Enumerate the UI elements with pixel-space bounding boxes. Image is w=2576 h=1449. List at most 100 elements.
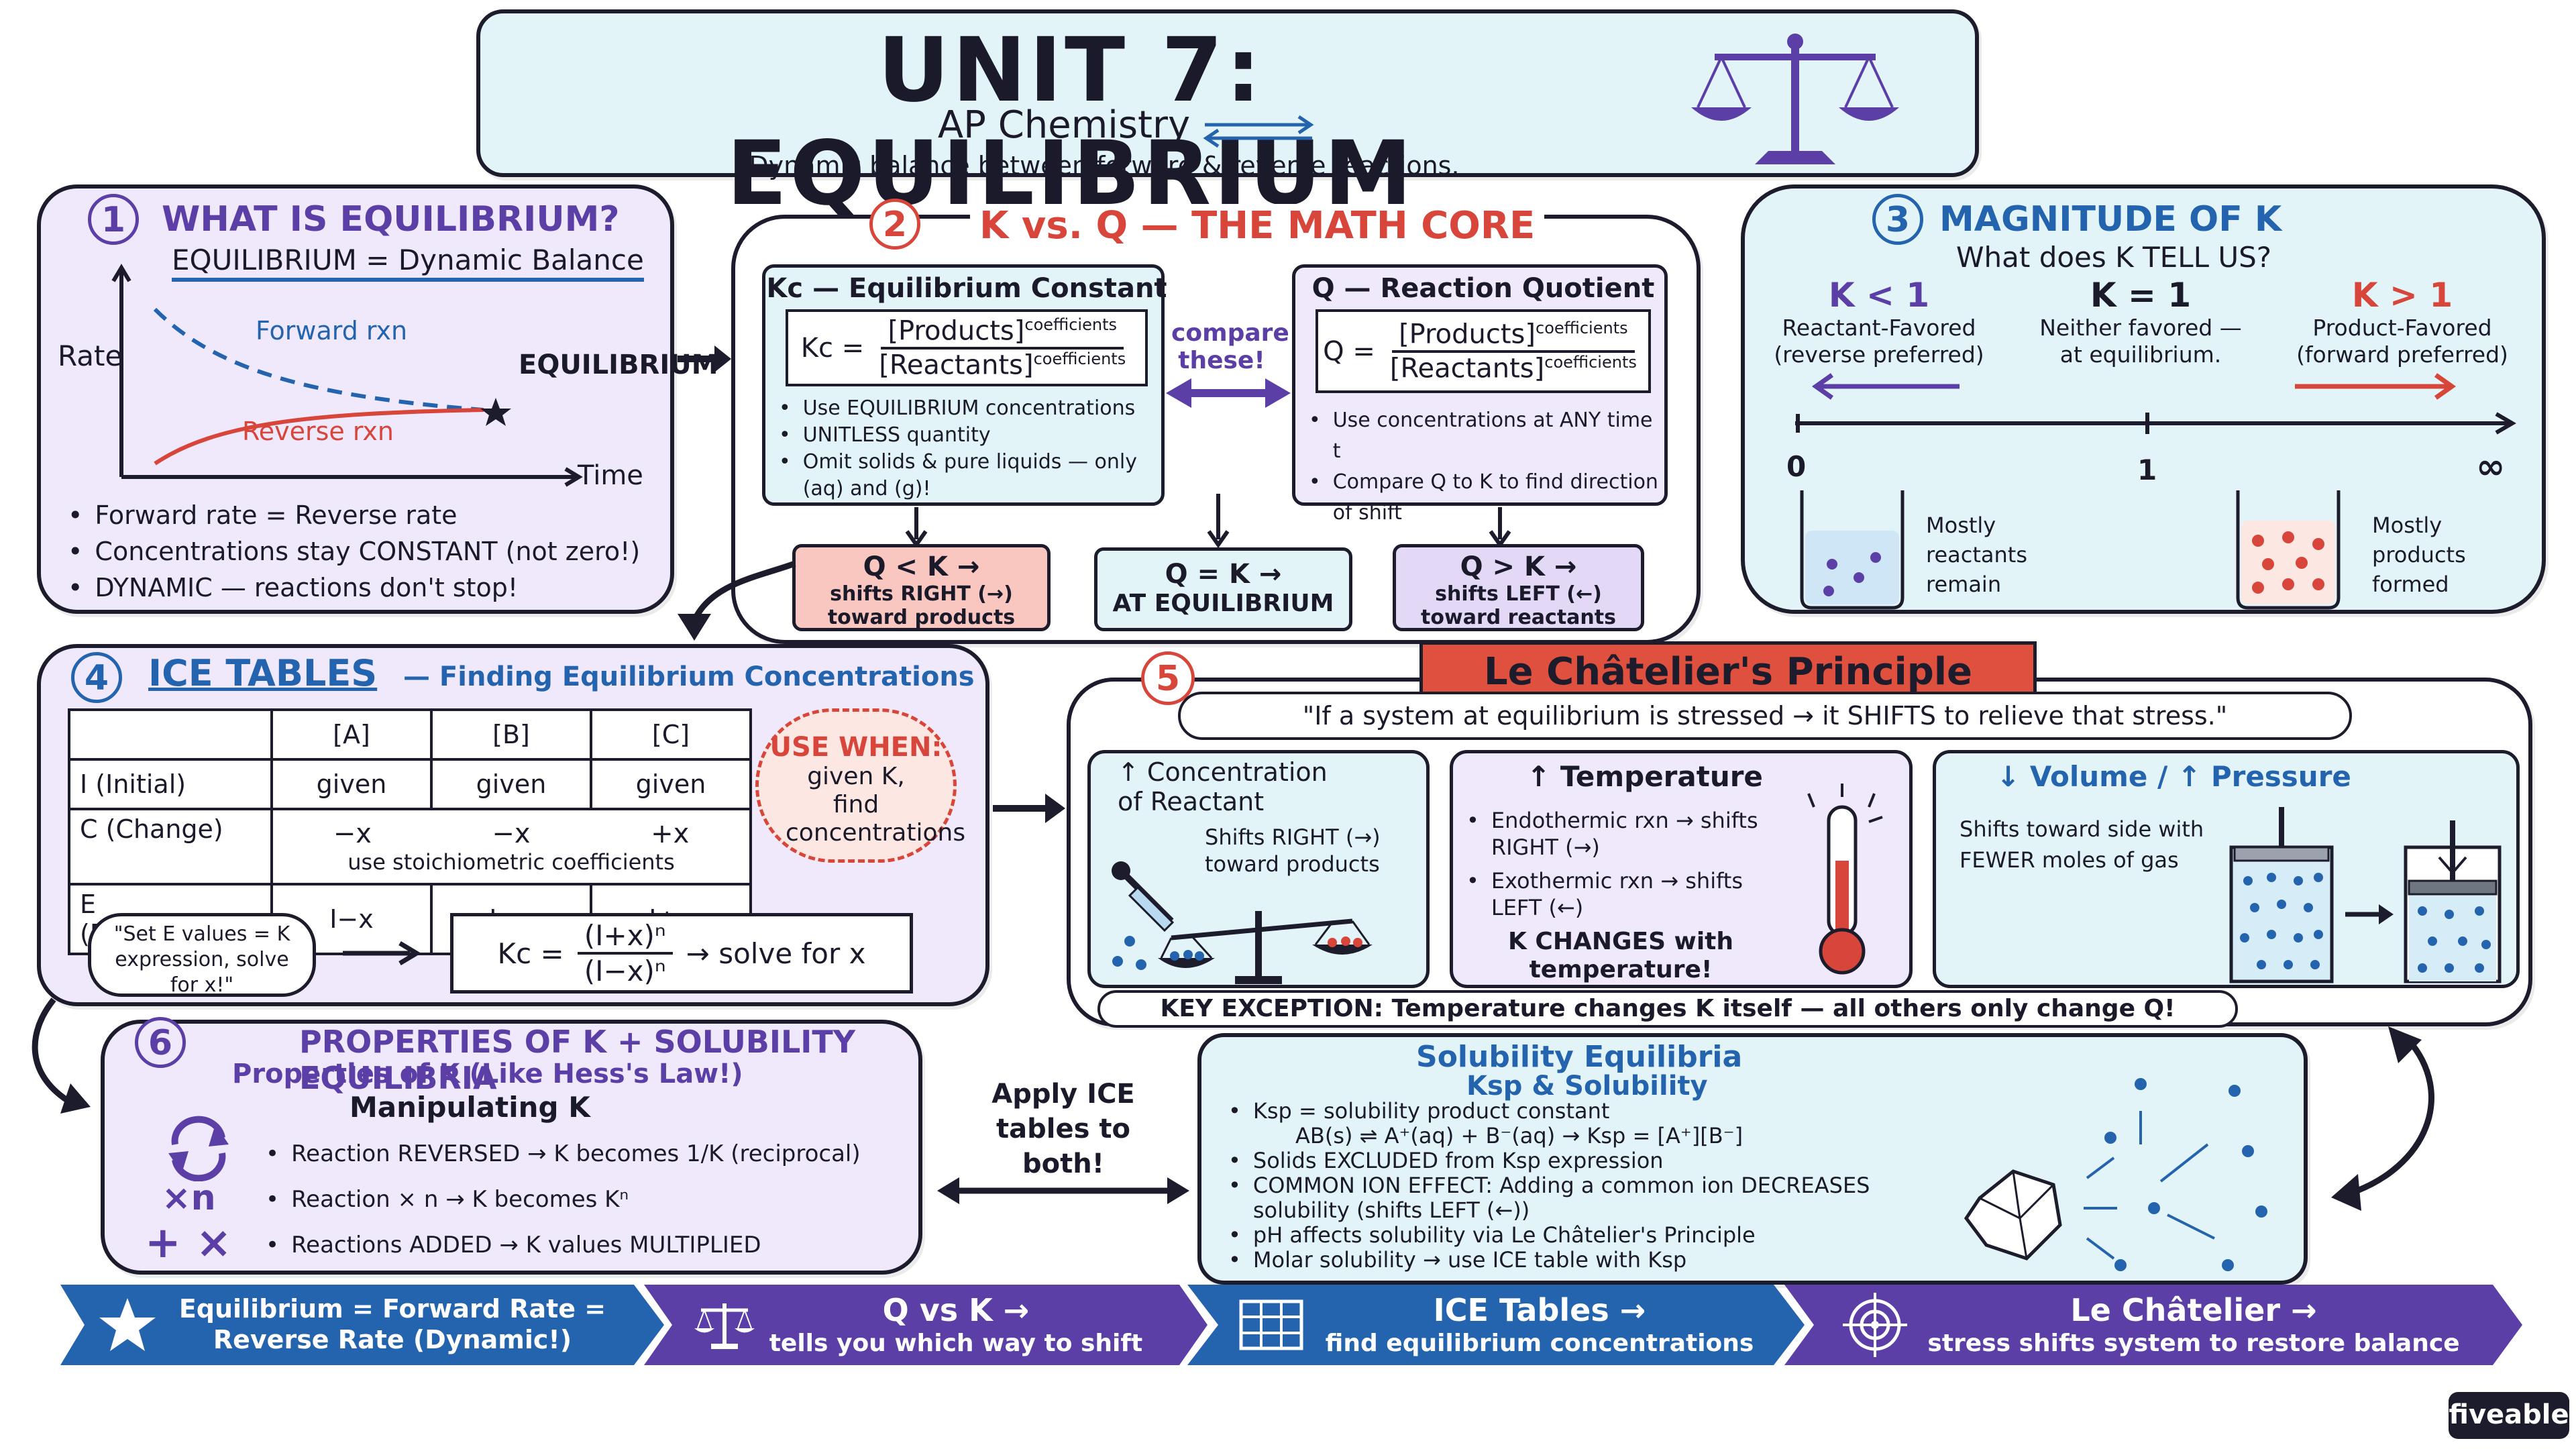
list-item: Reaction × n → K becomes Kⁿ [266, 1177, 903, 1222]
k-greater-one-body: Product-Favored (forward preferred) [2296, 315, 2508, 368]
q-box: Q — Reaction Quotient Q = [Products]coef… [1292, 264, 1668, 525]
q-equal-k-body: AT EQUILIBRIUM [1112, 590, 1334, 617]
list-item: UNITLESS quantity [779, 422, 1161, 449]
speech-bubble: "Set E values = K expression, solve for … [88, 913, 316, 997]
double-arrow-icon [937, 1177, 1189, 1204]
brand-logo: fiveable [2449, 1392, 2569, 1439]
footer-3: ICE Tables → find equilibrium concentrat… [1305, 1292, 1774, 1358]
arrow-right-icon [993, 794, 1065, 823]
axis-tick-0: 0 [1786, 450, 1807, 483]
list-item: Molar solubility → use ICE table with Ks… [1228, 1248, 1899, 1273]
section-k-vs-q: 2 K vs. Q — THE MATH CORE Kc — Equilibri… [731, 199, 1701, 644]
temperature-title: ↑ Temperature [1527, 760, 1763, 793]
left-note: Mostly reactants remain [1926, 513, 2027, 597]
list-item: Forward rate = Reverse rate [68, 497, 640, 533]
ice-numerator: (I+x)ⁿ [577, 919, 673, 955]
axis-tick-infinity: ∞ [2476, 447, 2506, 487]
table-cell: +x [651, 818, 690, 849]
list-item: Exothermic rxn → shifts LEFT (←) [1466, 867, 1768, 921]
k-less-one: K < 1 Reactant-Favored (reverse preferre… [1772, 276, 1986, 368]
volume-pressure-card: ↓ Volume / ↑ Pressure Shifts toward side… [1933, 750, 2520, 988]
list-item: Endothermic rxn → shifts RIGHT (→) [1466, 807, 1768, 861]
curved-arrow-icon [32, 998, 91, 1114]
section-number-2: 2 [869, 199, 920, 250]
q-greater-k-box: Q > K → shifts LEFT (←) toward reactants [1393, 544, 1644, 631]
footer-2-body: tells you which way to shift [769, 1330, 1143, 1357]
rate-vs-time-graph [111, 264, 583, 487]
coeff-sup: coefficients [1024, 315, 1117, 335]
table-cell [68, 708, 273, 761]
properties-title: Properties of K (Like Hess's Law!) [232, 1059, 743, 1089]
solubility-subtitle: Ksp & Solubility [1466, 1071, 1708, 1102]
arrow-right-icon [678, 345, 731, 372]
products-term: [Products] [888, 315, 1025, 347]
use-when-badge: USE WHEN: given K, find concentrations [755, 708, 966, 863]
time-axis-label: Time [578, 460, 643, 491]
temperature-card: ↑ Temperature Endothermic rxn → shifts R… [1450, 750, 1913, 988]
q-symbol: Q = [1323, 335, 1375, 367]
target-icon [1843, 1293, 1907, 1357]
table-cell: [C] [590, 708, 752, 761]
list-item: Reaction REVERSED → K becomes 1/K (recip… [266, 1131, 903, 1177]
compare-label: compare these! [1171, 319, 1289, 374]
footer-chevron-4: Le Châtelier → stress shifts system to r… [1784, 1285, 2522, 1365]
use-when-body: given K, find concentrations [786, 763, 966, 847]
header-panel: UNIT 7: EQUILIBRIUM AP Chemistry Dynamic… [476, 9, 1979, 225]
kc-bullets: Use EQUILIBRIUM concentrations UNITLESS … [779, 395, 1161, 502]
section-number-3: 3 [1872, 194, 1923, 245]
solubility-title: Solubility Equilibria [1416, 1040, 1743, 1074]
q-title: Q — Reaction Quotient [1311, 273, 1655, 304]
section-2-title: K vs. Q — THE MATH CORE [970, 204, 1545, 248]
kc-fraction: [Products]coefficients [Reactants]coeffi… [872, 315, 1132, 380]
table-cell: −x [492, 818, 531, 849]
temperature-bullets: Endothermic rxn → shifts RIGHT (→) Exoth… [1466, 807, 1768, 921]
double-arrow-icon [1166, 378, 1291, 408]
section-3-title: MAGNITUDE OF K [1939, 199, 2282, 239]
footer-4: Le Châtelier → stress shifts system to r… [1909, 1292, 2479, 1358]
page-subtitle: AP Chemistry [937, 103, 1191, 147]
k-number-line [1795, 373, 2516, 435]
footer-2: Q vs K → tells you which way to shift [755, 1292, 1157, 1358]
footer-chevron-2: Q vs K → tells you which way to shift [644, 1285, 1208, 1365]
manipulating-k-label: Manipulating K [350, 1091, 590, 1124]
star-icon [99, 1298, 156, 1351]
k-greater-one: K > 1 Product-Favored (forward preferred… [2282, 276, 2523, 368]
list-item: Concentrations stay CONSTANT (not zero!) [68, 533, 640, 570]
coeff-sup: coefficients [1536, 319, 1628, 338]
kc-symbol: Kc = [497, 936, 564, 970]
apply-ice-note: Apply ICE tables to both! [991, 1079, 1135, 1179]
k-less-one-title: K < 1 [1828, 276, 1930, 315]
ice-kc-expression: Kc = (I+x)ⁿ(I−x)ⁿ → solve for x [450, 913, 913, 994]
right-note: Mostly products formed [2372, 513, 2466, 597]
beaker-products-icon [2236, 490, 2341, 610]
table-cell: given [590, 758, 752, 810]
beaker-reactants-icon [1800, 490, 1904, 610]
q-equal-k-box: Q = K → AT EQUILIBRIUM [1094, 547, 1352, 631]
footer-2-title: Q vs K → [882, 1291, 1030, 1328]
footer-3-title: ICE Tables → [1433, 1291, 1646, 1328]
section-le-chatelier: 5 Le Châtelier's Principle "If a system … [1067, 641, 2532, 1028]
reactants-term: [Reactants] [879, 349, 1034, 380]
volume-pressure-body: Shifts toward side with FEWER moles of g… [1960, 816, 2204, 873]
volume-pressure-title: ↓ Volume / ↑ Pressure [1996, 760, 2351, 793]
ksp-equation: AB(s) ⇌ A⁺(aq) + B⁻(aq) → Ksp = [A⁺][B⁻] [1295, 1123, 1743, 1148]
q-greater-k-title: Q > K → [1460, 551, 1577, 582]
balance-scale-icon [1691, 34, 1899, 164]
footer-4-title: Le Châtelier → [2070, 1291, 2317, 1328]
table-cell: [B] [430, 708, 592, 761]
dropper-scale-icon [1112, 861, 1373, 984]
thermometer-icon [1807, 784, 1883, 975]
footer-chevron-3: ICE Tables → find equilibrium concentrat… [1187, 1285, 1805, 1365]
section-number-6: 6 [135, 1017, 186, 1068]
section-number-4: 4 [71, 652, 122, 703]
section-3-subtitle: What does K TELL US? [1956, 241, 2272, 274]
kc-box: Kc — Equilibrium Constant Kc = [Products… [762, 264, 1167, 506]
change-note: use stoichiometric coefficients [347, 849, 675, 875]
q-equal-k-title: Q = K → [1165, 559, 1282, 590]
k-equal-one: K = 1 Neither favored — at equilibrium. [2027, 276, 2255, 368]
footer-4-body: stress shifts system to restore balance [1927, 1330, 2460, 1357]
list-item: DYNAMIC — reactions don't stop! [68, 570, 640, 606]
list-item: Solids EXCLUDED from Ksp expression [1228, 1148, 1899, 1173]
reverse-cycle-icon [168, 1116, 229, 1181]
